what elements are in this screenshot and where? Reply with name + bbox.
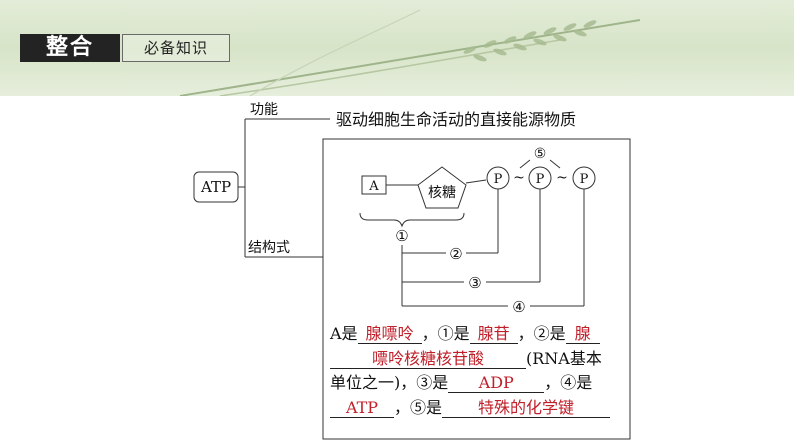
branch-structure-label: 结构式 [248,240,290,256]
brace-adenosine [359,212,465,228]
text-five-is: ，⑤是 [394,397,443,417]
label-two: ② [449,245,462,263]
high-energy-bond-1: ~ [513,170,525,186]
section-title: 整合 [20,34,120,62]
answer-atp: ATP [330,398,394,418]
bond-sugar-p1 [465,179,487,184]
text-four-is: ，④是 [544,373,593,392]
phosphate-1-label: P [494,172,503,187]
answer-adenosine: 腺苷 [469,324,518,344]
label-three: ③ [468,274,481,292]
function-description: 驱动细胞生命活动的直接能源物质 [336,110,576,129]
high-energy-bond-2: ~ [556,170,568,186]
branch-function-label: 功能 [250,102,278,118]
label-four: ④ [512,298,525,316]
text-rna-unit: (RNA基本 [526,348,602,368]
label-one: ① [395,227,408,245]
text-three-is: 单位之一)，③是 [330,373,449,392]
section-subtitle: 必备知识 [122,34,230,62]
adenine-label: A [368,179,379,194]
phosphate-3-label: P [580,172,589,187]
answer-amp-part2: 嘌呤核糖核苷酸 [330,349,526,369]
grass-decoration [179,9,641,96]
answer-adenine: 腺嘌呤 [357,324,422,344]
ribose-pentagon [417,166,467,209]
text-a-is: A是 [330,324,358,343]
atp-root-label: ATP [200,178,231,196]
phosphate-2-label: P [536,172,545,187]
answer-amp-part1: 腺 [565,324,600,344]
nested-brackets [401,189,585,307]
paragraph-line-1: A是腺嘌呤，①是腺苷，②是腺 [330,322,628,347]
bracket-lines [238,118,330,258]
paragraph-line-4: ATP，⑤是特殊的化学键 [330,396,628,421]
answer-special-bond: 特殊的化学键 [442,398,611,418]
answer-adp: ADP [448,373,545,393]
ribose-label: 核糖 [428,185,456,201]
text-two-is: ，②是 [517,324,566,343]
header-banner: 整合 必备知识 [0,0,794,96]
text-one-is: ，①是 [421,324,470,343]
label-five-bracket [519,159,561,169]
paragraph-line-2: 嘌呤核糖核苷酸(RNA基本 [330,347,628,372]
label-five: ⑤ [534,146,547,162]
